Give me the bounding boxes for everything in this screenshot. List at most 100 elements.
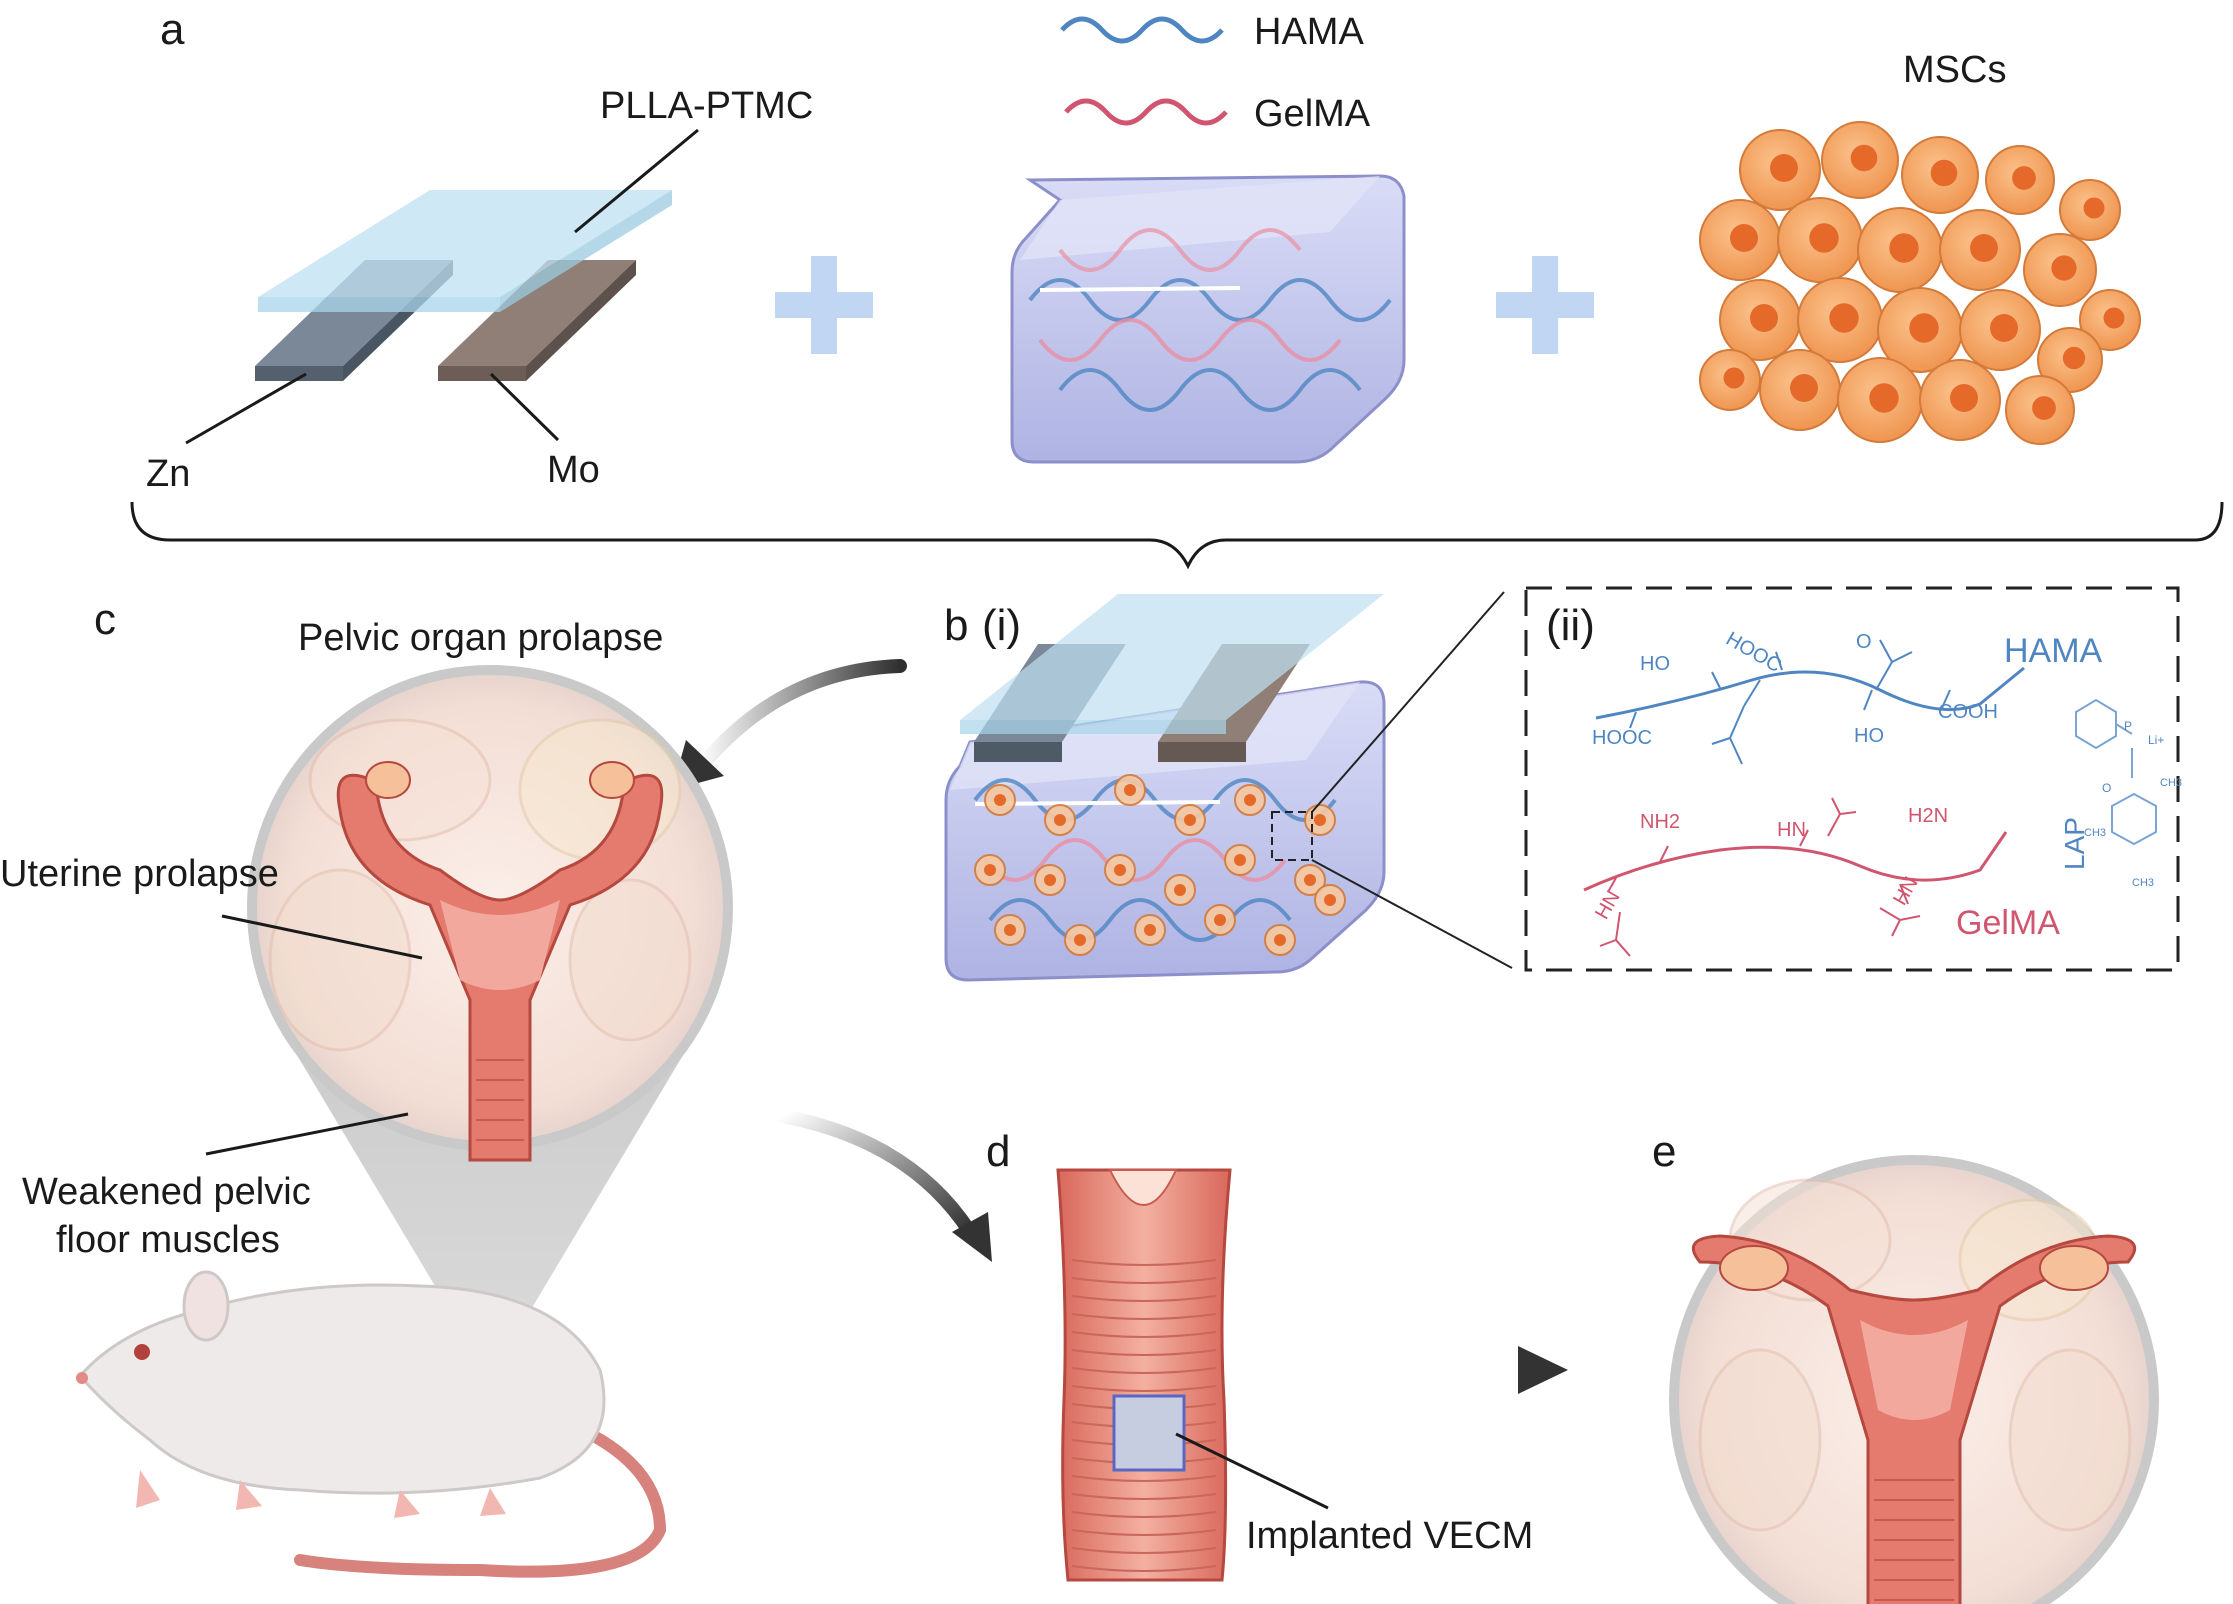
implanted-vecm-patch bbox=[1112, 1394, 1186, 1472]
gelma-chain-icon bbox=[1064, 98, 1228, 126]
msc-cell bbox=[2023, 233, 2097, 307]
hama-hooc-group: HOOC bbox=[1592, 727, 1652, 749]
msc-cell bbox=[984, 784, 1016, 816]
uterus-prolapsed bbox=[336, 761, 664, 1162]
msc-cell bbox=[1164, 874, 1196, 906]
gelma-nh2-group: NH2 bbox=[1640, 811, 1680, 833]
arrowhead-icon bbox=[1518, 1346, 1568, 1394]
gelma-structure: NH2 HN NH H2N HN GelMA bbox=[1583, 797, 2060, 957]
background-organs bbox=[268, 718, 692, 1052]
lithium-label: Li+ bbox=[2148, 733, 2164, 747]
msc-cell bbox=[1985, 145, 2055, 215]
panel-label-b-ii: (ii) bbox=[1546, 601, 1595, 650]
legend-hama-label: HAMA bbox=[1254, 11, 1364, 53]
legend-gelma-label: GelMA bbox=[1254, 93, 1371, 135]
plus-icon bbox=[775, 256, 873, 354]
msc-cell bbox=[1837, 357, 1923, 443]
panel-label-d: d bbox=[986, 1127, 1010, 1176]
mscs-label: MSCs bbox=[1903, 49, 2006, 91]
msc-cell bbox=[2079, 289, 2141, 351]
hama-ho-group: HO bbox=[1640, 653, 1670, 675]
msc-cell bbox=[1719, 279, 1801, 361]
hydrogel-block bbox=[1010, 174, 1406, 464]
hama-structure: HO HOOC HOOC HO COOH O HAMA bbox=[1592, 628, 2103, 765]
plus-icon bbox=[1496, 256, 1594, 354]
msc-cell bbox=[1919, 359, 2001, 441]
panel-label-b-i: (i) bbox=[982, 601, 1021, 650]
vecm-scaffold bbox=[944, 594, 1386, 982]
panel-label-b: b bbox=[944, 601, 968, 650]
vaginal-canal-illustration bbox=[1056, 1168, 1232, 1582]
mucosal-ridges bbox=[1071, 1259, 1217, 1572]
pelvic-muscle-label-line1: Weakened pelvic bbox=[22, 1171, 311, 1213]
panel-label-a: a bbox=[160, 5, 185, 54]
gelma-h2n-group: H2N bbox=[1908, 805, 1948, 827]
msc-cell bbox=[1034, 864, 1066, 896]
implanted-vecm-label: Implanted VECM bbox=[1246, 1515, 1533, 1557]
panel-label-e: e bbox=[1652, 1127, 1676, 1176]
zn-electrode-side bbox=[255, 366, 343, 381]
msc-cell bbox=[1939, 209, 2021, 291]
msc-cell bbox=[1224, 844, 1256, 876]
mo-electrode-top bbox=[438, 260, 636, 366]
lap-structure: P Li+ O CH3 CH3 CH3 LAP bbox=[2059, 698, 2182, 889]
lap-label: LAP bbox=[2059, 817, 2090, 870]
msc-cell bbox=[1699, 199, 1781, 281]
msc-cell bbox=[1204, 904, 1236, 936]
msc-cell bbox=[1777, 197, 1863, 283]
msc-cell bbox=[1759, 349, 1841, 431]
msc-cell bbox=[1234, 784, 1266, 816]
msc-cell bbox=[1314, 884, 1346, 916]
plla-ptmc-label: PLLA-PTMC bbox=[600, 85, 813, 127]
msc-cell bbox=[1044, 804, 1076, 836]
combination-brace bbox=[130, 501, 2224, 570]
hama-label: HAMA bbox=[2004, 632, 2103, 670]
curved-arrow bbox=[775, 1109, 977, 1239]
mo-label: Mo bbox=[547, 449, 600, 491]
hama-chain-icon bbox=[1060, 16, 1224, 44]
pelvic-muscle-label-line2: floor muscles bbox=[56, 1219, 280, 1261]
plla-ptmc-film bbox=[960, 594, 1384, 720]
hama-hooc-group: HOOC bbox=[1722, 628, 1785, 677]
phosphorus-label: P bbox=[2124, 719, 2132, 733]
msc-cell bbox=[1857, 207, 1943, 293]
msc-cell bbox=[1174, 804, 1206, 836]
chemistry-inset-frame bbox=[1524, 586, 2180, 972]
msc-cell bbox=[1959, 289, 2041, 371]
msc-cell bbox=[2005, 375, 2075, 445]
msc-cell bbox=[2037, 327, 2103, 393]
msc-cell bbox=[1739, 129, 1821, 211]
msc-cell bbox=[994, 914, 1026, 946]
zn-label: Zn bbox=[146, 453, 190, 495]
methyl-label: CH3 bbox=[2084, 827, 2106, 839]
uterus-healthy bbox=[1691, 1234, 2137, 1604]
msc-cell bbox=[1114, 774, 1146, 806]
panel-label-c: c bbox=[94, 595, 116, 644]
msc-cell bbox=[1901, 136, 1979, 214]
msc-cluster bbox=[1699, 121, 2141, 445]
msc-cell bbox=[1134, 914, 1166, 946]
gelma-label: GelMA bbox=[1956, 904, 2060, 942]
msc-cell bbox=[1821, 121, 1899, 199]
msc-cell bbox=[1699, 349, 1761, 411]
methyl-label: CH3 bbox=[2160, 777, 2182, 789]
msc-cell bbox=[1104, 854, 1136, 886]
msc-cell bbox=[974, 854, 1006, 886]
rat-illustration bbox=[76, 1270, 667, 1578]
msc-cell bbox=[1294, 864, 1326, 896]
methyl-label: CH3 bbox=[2132, 877, 2154, 889]
scaffold-cells bbox=[974, 774, 1346, 956]
oxygen-label: O bbox=[1856, 631, 1872, 653]
msc-cell bbox=[1304, 804, 1336, 836]
hama-ho-group: HO bbox=[1854, 725, 1884, 747]
arrowhead-icon bbox=[952, 1212, 992, 1262]
msc-cell bbox=[1064, 924, 1096, 956]
zoom-region bbox=[1271, 811, 1313, 861]
electrode-film-assembly bbox=[255, 190, 672, 381]
hama-cooh-group: COOH bbox=[1938, 701, 1998, 723]
msc-cell bbox=[1797, 277, 1883, 363]
msc-cell bbox=[1264, 924, 1296, 956]
curved-arrow bbox=[693, 659, 907, 775]
msc-cell bbox=[2059, 179, 2121, 241]
